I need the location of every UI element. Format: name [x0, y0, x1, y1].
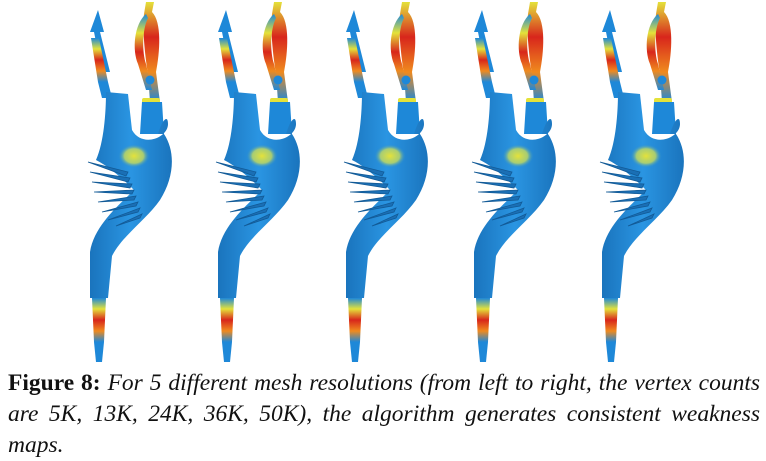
mesh-render-50K — [599, 1, 685, 363]
mesh-render-13K — [215, 1, 301, 363]
figure-label: Figure 8: — [8, 370, 101, 396]
figure-caption: Figure 8: For 5 different mesh resolutio… — [8, 368, 760, 461]
mesh-renders-strip — [87, 1, 685, 363]
mesh-render-36K — [471, 1, 557, 363]
mesh-render-5K — [87, 1, 173, 363]
caption-text: For 5 different mesh resolutions (from l… — [8, 370, 761, 458]
mesh-render-24K — [343, 1, 429, 363]
